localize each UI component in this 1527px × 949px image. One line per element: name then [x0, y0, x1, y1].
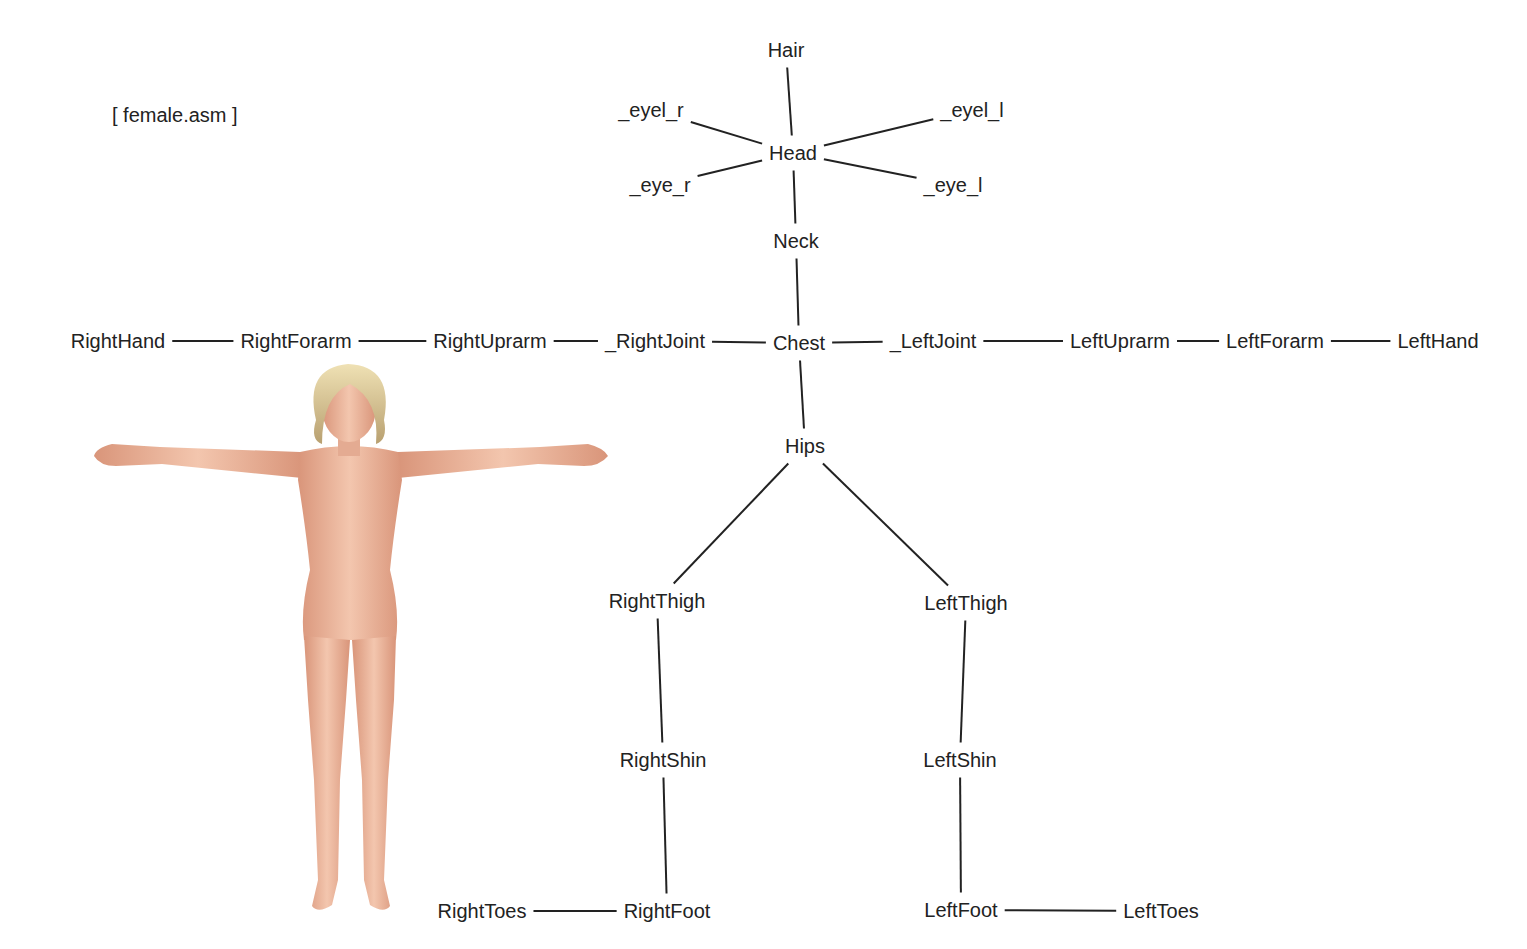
bone-node: _eye_r [626, 172, 693, 199]
bone-node: Head [766, 140, 820, 167]
bone-node: RightFoot [621, 898, 714, 925]
hierarchy-link [824, 119, 933, 145]
bone-node: Hips [782, 433, 828, 460]
hierarchy-link [961, 621, 966, 743]
hierarchy-link [787, 68, 792, 136]
bone-name: RightForarm [240, 330, 351, 352]
bone-node: Neck [770, 228, 822, 255]
bone-name: Hips [785, 435, 825, 457]
hierarchy-link [533, 910, 616, 912]
hierarchy-link [663, 778, 666, 894]
hierarchy-link [554, 340, 598, 342]
bone-name: RightToes [438, 900, 527, 922]
bone-name: Hair [768, 39, 805, 61]
hierarchy-link [674, 464, 789, 584]
hierarchy-link [172, 340, 233, 342]
bone-node: _eyel_r [615, 97, 687, 124]
bone-name: LeftThigh [924, 592, 1007, 614]
bone-name: _eyel_r [618, 99, 684, 121]
bone-node: Chest [770, 330, 828, 357]
bone-name: _eye_r [629, 174, 690, 196]
bone-name: _RightJoint [605, 330, 705, 352]
bone-name: _eye_l [924, 174, 983, 196]
bone-node: RightThigh [606, 588, 709, 615]
bone-node: RightToes [435, 898, 530, 925]
bone-name: RightUprarm [433, 330, 546, 352]
hierarchy-link [658, 619, 663, 743]
hierarchy-link [983, 340, 1063, 342]
hierarchy-link [794, 171, 796, 224]
hierarchy-link [832, 341, 883, 344]
bone-node: _eyel_l [937, 97, 1006, 124]
bone-node: LeftToes [1120, 898, 1202, 925]
hierarchy-link [824, 159, 917, 178]
bone-name: LeftToes [1123, 900, 1199, 922]
bone-name: LeftHand [1397, 330, 1478, 352]
bone-name: RightThigh [609, 590, 706, 612]
hierarchy-link [959, 778, 962, 893]
bone-node: RightShin [617, 747, 710, 774]
bone-name: Head [769, 142, 817, 164]
bone-node: RightForarm [237, 328, 354, 355]
bone-node: LeftThigh [921, 590, 1010, 617]
bone-name: Neck [773, 230, 819, 252]
figure-body [94, 364, 608, 910]
bone-name: RightHand [71, 330, 166, 352]
hierarchy-link [712, 341, 766, 344]
bone-node: _RightJoint [602, 328, 708, 355]
bone-name: Chest [773, 332, 825, 354]
bone-name: RightShin [620, 749, 707, 771]
bone-node: _eye_l [921, 172, 986, 199]
bone-node: RightUprarm [430, 328, 549, 355]
hierarchy-link [800, 361, 804, 429]
bone-name: _LeftJoint [890, 330, 977, 352]
bone-name: LeftForarm [1226, 330, 1324, 352]
bone-node: RightHand [68, 328, 169, 355]
hierarchy-link [1331, 340, 1391, 342]
hierarchy-link [823, 464, 948, 586]
hierarchy-link [1177, 340, 1219, 342]
bone-node: LeftShin [920, 747, 999, 774]
hierarchy-link [797, 259, 799, 326]
bone-node: Hair [765, 37, 808, 64]
bone-name: _eyel_l [940, 99, 1003, 121]
bone-node: LeftHand [1394, 328, 1481, 355]
bone-node: LeftFoot [921, 897, 1000, 924]
bone-node: _LeftJoint [887, 328, 980, 355]
hierarchy-link [1005, 909, 1117, 912]
bone-name: LeftFoot [924, 899, 997, 921]
bone-name: LeftShin [923, 749, 996, 771]
hierarchy-link [691, 122, 762, 144]
bone-name: LeftUprarm [1070, 330, 1170, 352]
hierarchy-link [359, 340, 427, 342]
bone-name: RightFoot [624, 900, 711, 922]
hierarchy-link [698, 160, 763, 176]
bone-node: LeftForarm [1223, 328, 1327, 355]
diagram-title: [ female.asm ] [112, 104, 238, 127]
bone-node: LeftUprarm [1067, 328, 1173, 355]
